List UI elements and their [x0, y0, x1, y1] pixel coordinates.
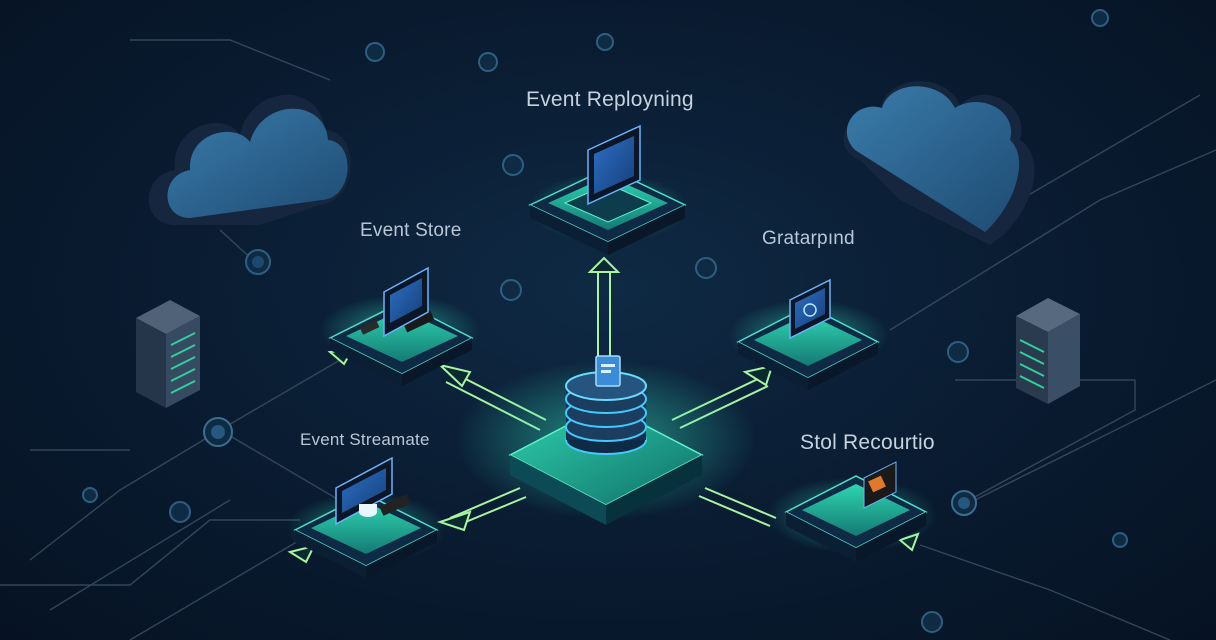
- arrow-hub-to-top: [587, 256, 621, 365]
- connector-dot-icon: [1091, 9, 1109, 27]
- connector-dot-icon: [947, 341, 969, 363]
- connector-dot-icon: [478, 52, 498, 72]
- label-stol-recourtio: Stol Recourtio: [800, 431, 935, 454]
- connector-dot-icon: [921, 611, 943, 633]
- connector-dot-icon: [82, 487, 98, 503]
- connector-dot-icon: [502, 154, 524, 176]
- connector-dot-icon: [245, 249, 271, 275]
- connector-dot-icon: [169, 501, 191, 523]
- cloud-icon-right: [843, 81, 1035, 246]
- server-rack-icon-right: [1016, 298, 1080, 404]
- node-event-replaying: [528, 124, 688, 255]
- connector-dot-icon: [951, 490, 977, 516]
- server-rack-icon-left: [136, 300, 200, 408]
- connector-dot-icon: [695, 257, 717, 279]
- node-event-streamate: [286, 456, 446, 578]
- label-event-replaying: Event Replоyning: [526, 88, 694, 111]
- cloud-icon-left: [148, 94, 351, 225]
- database-icon: [565, 355, 647, 455]
- node-gratarpind: [728, 278, 888, 390]
- monitor-icon: [863, 461, 897, 509]
- node-event-store: [320, 266, 480, 386]
- connector-dot-icon: [203, 417, 233, 447]
- monitor-icon: [789, 278, 831, 340]
- label-event-streamate: Event Streamate: [300, 430, 430, 449]
- connector-dot-icon: [596, 33, 614, 51]
- monitor-icon: [335, 456, 393, 526]
- connector-dots: [82, 9, 1128, 633]
- monitor-icon: [587, 124, 641, 206]
- monitor-icon: [383, 266, 429, 338]
- node-stol-recourtio: [767, 461, 937, 562]
- connector-dot-icon: [1112, 532, 1128, 548]
- label-event-store: Event Store: [360, 220, 462, 241]
- connector-dot-icon: [500, 279, 522, 301]
- label-gratarpind: Gratarpınd: [762, 228, 855, 249]
- central-hub: [456, 355, 756, 525]
- connector-dot-icon: [365, 42, 385, 62]
